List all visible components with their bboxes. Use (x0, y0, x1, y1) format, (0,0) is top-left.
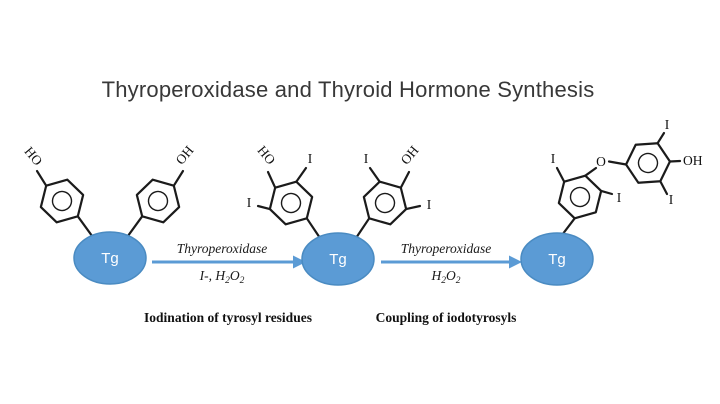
tg-label: Tg (329, 251, 347, 268)
page-title: Thyroperoxidase and Thyroid Hormone Synt… (102, 77, 595, 102)
enzyme-label: Thyroperoxidase (401, 241, 492, 256)
bond (607, 160, 628, 166)
arrow-head (509, 255, 522, 269)
iodine-label: I (308, 151, 313, 166)
iodine-label: I (617, 190, 622, 205)
bond (35, 169, 48, 187)
hydroxyl-label: HO (254, 143, 278, 168)
tg-ellipse (520, 232, 594, 286)
bond (368, 166, 381, 183)
iodine-label: I (247, 195, 252, 210)
bond (659, 180, 669, 196)
bond (172, 169, 185, 187)
iodine-label: I (551, 151, 556, 166)
bond (584, 166, 598, 177)
tg-coupled-iodotyrosyl-molecule: I I O I OH I Tg (520, 117, 703, 286)
hydroxyl-label: OH (683, 153, 703, 168)
bond (555, 166, 566, 183)
bond (668, 159, 682, 163)
reaction-arrow-2: Thyroperoxidase H2O2 (381, 241, 522, 286)
reagent-label: I-, H2O2 (199, 268, 245, 286)
tg-ellipse (301, 232, 375, 286)
iodine-label: I (669, 192, 674, 207)
hydroxyl-label: HO (21, 144, 45, 169)
caption-coupling: Coupling of iodotyrosyls (376, 310, 517, 325)
reaction-arrow-1: Thyroperoxidase I-, H2O2 (152, 241, 306, 286)
bond (256, 204, 271, 211)
tg-label: Tg (548, 251, 566, 268)
arrow-head (293, 255, 306, 269)
caption-iodination: Iodination of tyrosyl residues (144, 310, 312, 325)
reagent-label: H2O2 (431, 268, 461, 286)
iodine-label: I (364, 151, 369, 166)
tg-iodotyrosyl-molecule: HO I I I OH I Tg (247, 143, 432, 286)
tg-label: Tg (101, 250, 119, 267)
bond (399, 170, 411, 189)
hydroxyl-label: OH (398, 143, 422, 168)
bond (600, 189, 614, 196)
iodine-label: I (427, 197, 432, 212)
tg-ellipse (73, 231, 147, 285)
ether-oxygen-label: O (596, 154, 606, 169)
tg-tyrosyl-molecule: HO OH Tg (21, 143, 197, 285)
bond (266, 170, 277, 189)
iodine-label: I (665, 117, 670, 132)
hydroxyl-label: OH (173, 143, 197, 168)
bond (656, 131, 666, 145)
benzene-ring (620, 133, 676, 193)
bond (295, 166, 308, 183)
bond (405, 204, 422, 211)
enzyme-label: Thyroperoxidase (177, 241, 268, 256)
